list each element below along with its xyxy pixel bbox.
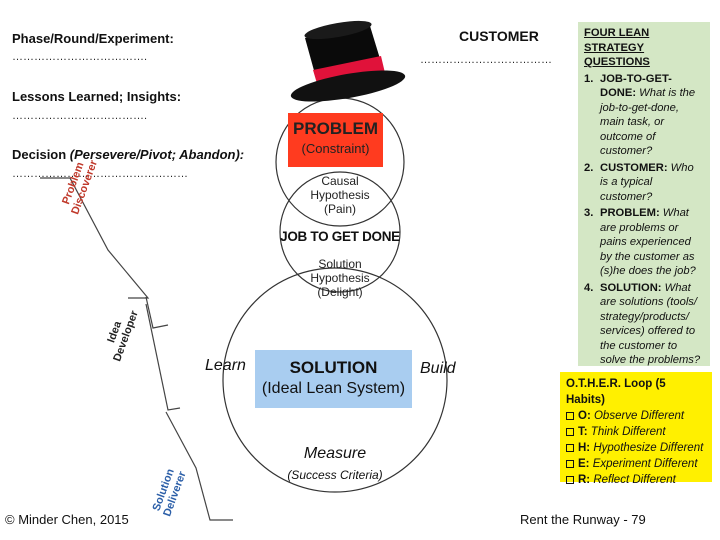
other-key: R: <box>578 474 591 486</box>
solution-bracket <box>165 411 233 521</box>
lessons-line: ………………………………. <box>12 110 148 122</box>
other-text: Hypothesize Different <box>593 442 704 454</box>
other-item: E: Experiment Different <box>566 456 706 472</box>
checkbox-icon <box>566 460 574 468</box>
causal-2: Hypothesis <box>310 188 370 202</box>
other-key: H: <box>578 442 591 454</box>
checkbox-icon <box>566 428 574 436</box>
solution-circle <box>222 267 448 493</box>
checkbox-icon <box>566 476 574 484</box>
customer-label: CUSTOMER <box>459 28 539 44</box>
question-body: What are solutions (tools/ strategy/prod… <box>600 281 701 367</box>
question-item: 4. SOLUTION: What are solutions (tools/ … <box>584 281 704 368</box>
decision-label: Decision (Persevere/Pivot; Abandon): <box>12 147 244 162</box>
other-text: Observe Different <box>593 410 685 422</box>
problem-bracket <box>40 177 150 299</box>
questions-title-1: FOUR LEAN STRATEGY <box>584 27 650 54</box>
other-key: O: <box>578 410 591 422</box>
question-body: What are problems or pains experienced b… <box>600 207 696 277</box>
solution-hypothesis: Solution Hypothesis (Delight) <box>300 257 380 299</box>
other-loop-box: O.T.H.E.R. Loop (5 Habits) O: Observe Di… <box>560 372 712 486</box>
idea-bracket <box>145 296 169 329</box>
decision-word: Decision <box>12 147 70 162</box>
customer-line: ……………………………… <box>420 54 552 66</box>
problem-box: PROBLEM (Constraint) <box>288 113 383 167</box>
other-key: E: <box>578 458 590 470</box>
idea-bracket-lower <box>145 303 181 411</box>
questions-box: FOUR LEAN STRATEGY QUESTIONS 1. JOB-TO-G… <box>578 22 710 366</box>
solution-title: SOLUTION <box>289 358 378 377</box>
copyright: © Minder Chen, 2015 <box>5 512 129 527</box>
measure-sub: (Success Criteria) <box>287 468 383 482</box>
causal-3: (Pain) <box>323 202 356 216</box>
solhyp-3: (Delight) <box>317 285 363 299</box>
question-head: JOB-TO-GET-DONE: <box>600 72 672 100</box>
question-num: 3. <box>584 207 594 219</box>
learn-label: Learn <box>205 357 246 374</box>
other-item: O: Observe Different <box>566 408 706 424</box>
page-number: Rent the Runway - 79 <box>520 512 646 527</box>
other-text: Experiment Different <box>592 458 698 470</box>
question-num: 4. <box>584 281 594 294</box>
lessons-label: Lessons Learned; Insights: <box>12 89 182 104</box>
other-text: Think Different <box>590 426 666 438</box>
question-item: 2. CUSTOMER: Who is a typical customer? <box>584 161 704 205</box>
other-item: R: Reflect Different <box>566 472 706 488</box>
role-brackets <box>40 177 233 521</box>
phase-line: ………………………………. <box>12 51 148 63</box>
other-title: O.T.H.E.R. Loop (5 Habits) <box>566 378 666 406</box>
problem-title: PROBLEM <box>293 119 378 138</box>
checkbox-icon <box>566 444 574 452</box>
question-item: 1. JOB-TO-GET-DONE: What is the job-to-g… <box>584 72 704 159</box>
question-body: Who is a typical customer? <box>600 161 694 203</box>
question-item: 3. PROBLEM: What are problems or pains e… <box>584 206 704 279</box>
decision-options: (Persevere/Pivot; Abandon): <box>69 147 245 162</box>
other-text: Reflect Different <box>593 474 676 486</box>
question-head: PROBLEM: <box>600 207 660 219</box>
checkbox-icon <box>566 412 574 420</box>
question-head: SOLUTION: <box>600 281 662 294</box>
measure-label: Measure <box>303 445 367 462</box>
problem-sub: (Constraint) <box>301 141 370 156</box>
job-to-get-done: JOB TO GET DONE <box>280 229 400 244</box>
causal-hypothesis: Causal Hypothesis (Pain) <box>300 174 380 216</box>
question-num: 1. <box>584 72 594 85</box>
solution-sub: (Ideal Lean System) <box>261 380 406 397</box>
other-item: T: Think Different <box>566 424 706 440</box>
other-item: H: Hypothesize Different <box>566 440 706 456</box>
phase-label: Phase/Round/Experiment: <box>12 31 174 46</box>
causal-1: Causal <box>321 174 359 188</box>
build-label: Build <box>420 360 456 377</box>
job-circle <box>279 171 401 293</box>
questions-title-2: QUESTIONS <box>584 56 650 68</box>
question-num: 2. <box>584 161 594 174</box>
decision-line: ………………………………………… <box>12 168 188 180</box>
other-key: T: <box>578 426 588 438</box>
solhyp-2: Hypothesis <box>310 271 370 285</box>
question-body: What is the job-to-get-done, main task, … <box>600 87 696 157</box>
solhyp-1: Solution <box>318 257 362 271</box>
solution-box: SOLUTION (Ideal Lean System) <box>255 350 412 408</box>
top-hat-icon <box>290 20 406 102</box>
question-head: CUSTOMER: <box>600 161 668 174</box>
